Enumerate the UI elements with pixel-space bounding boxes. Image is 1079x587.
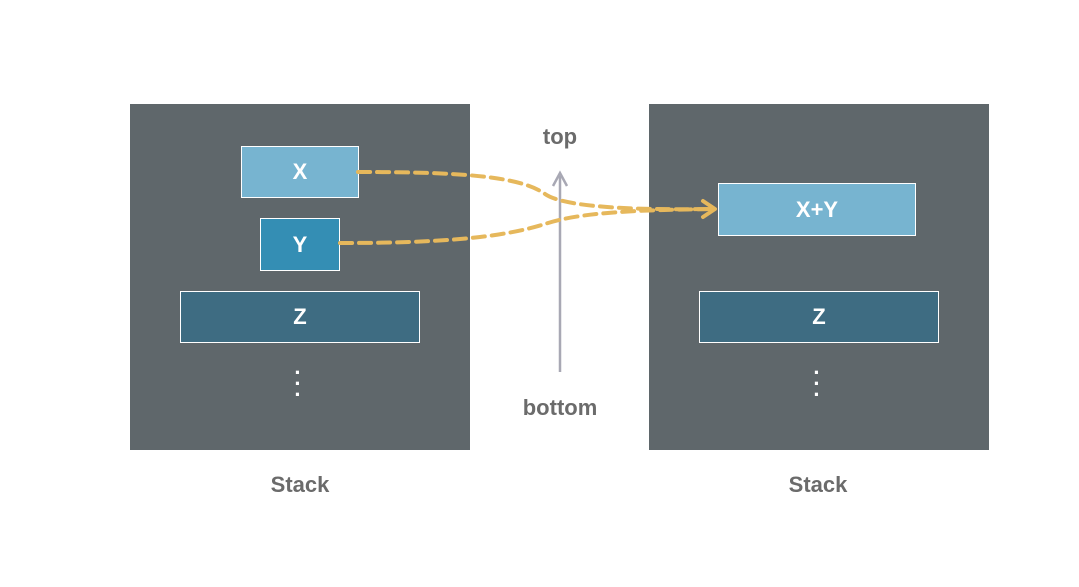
axis-top-label: top [542, 124, 578, 149]
stack-continuation-ellipsis: · · · [807, 360, 827, 407]
ellipsis-dot: · [813, 382, 821, 407]
ellipsis-dot: · [813, 360, 821, 385]
stack-item-z: Z [699, 291, 939, 343]
stack-item-x-plus-y: X+Y [718, 183, 916, 236]
stack-item-y: Y [260, 218, 340, 271]
stack-continuation-ellipsis: · · · [288, 360, 308, 407]
right-stack-caption: Stack [788, 472, 848, 497]
stack-item-x: X [241, 146, 359, 198]
right-stack-panel: X+Y Z · · · [649, 104, 989, 450]
left-stack-caption: Stack [270, 472, 330, 497]
ellipsis-dot: · [294, 371, 302, 396]
left-stack-panel: X Y Z · · · [130, 104, 470, 450]
ellipsis-dot: · [294, 382, 302, 407]
stack-item-z: Z [180, 291, 420, 343]
ellipsis-dot: · [813, 371, 821, 396]
axis-bottom-label: bottom [522, 395, 598, 420]
arrow-head-icon [551, 170, 569, 187]
ellipsis-dot: · [294, 360, 302, 385]
